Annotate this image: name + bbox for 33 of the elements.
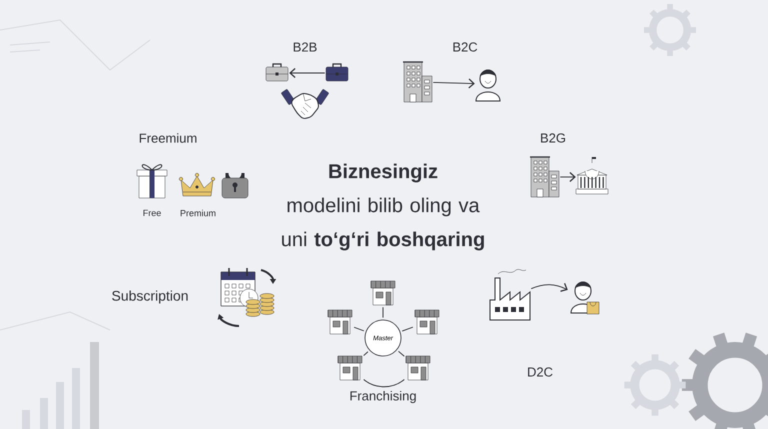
arrow [530, 283, 568, 292]
model-label: D2C [528, 367, 552, 377]
connector-line [354, 326, 364, 332]
model-label: Franchising [350, 390, 416, 404]
store-icon [370, 280, 396, 306]
store-icon [338, 356, 362, 380]
person-icon [476, 70, 500, 102]
model-label: B2B [294, 42, 317, 52]
briefcase-icon [326, 63, 348, 82]
office-building-icon [530, 156, 560, 198]
model-label: Subscription [112, 290, 188, 304]
arrow [560, 172, 576, 182]
store-icon [406, 356, 430, 380]
connector-line [363, 379, 405, 388]
government-building-icon [576, 156, 608, 194]
arrow [289, 68, 326, 78]
connector-line [402, 326, 414, 332]
model-label: Freemium [140, 133, 196, 143]
factory-icon [490, 269, 530, 320]
model-label: B2G [541, 133, 566, 143]
store-icon [328, 310, 352, 334]
caption: Free [144, 210, 161, 216]
arrow [432, 78, 475, 88]
office-building-icon [403, 61, 432, 102]
store-icon [414, 310, 440, 334]
connector-line [363, 351, 368, 356]
connector-line [382, 306, 384, 318]
connector-line [398, 350, 405, 357]
title: Biznesingiz modelini bilib oling va uni to‘g‘ri boshqaring [282, 164, 484, 250]
caption: Premium [180, 210, 216, 216]
shopper-icon [570, 282, 600, 314]
briefcase-icon [266, 63, 288, 82]
model-label: B2C [453, 42, 478, 52]
